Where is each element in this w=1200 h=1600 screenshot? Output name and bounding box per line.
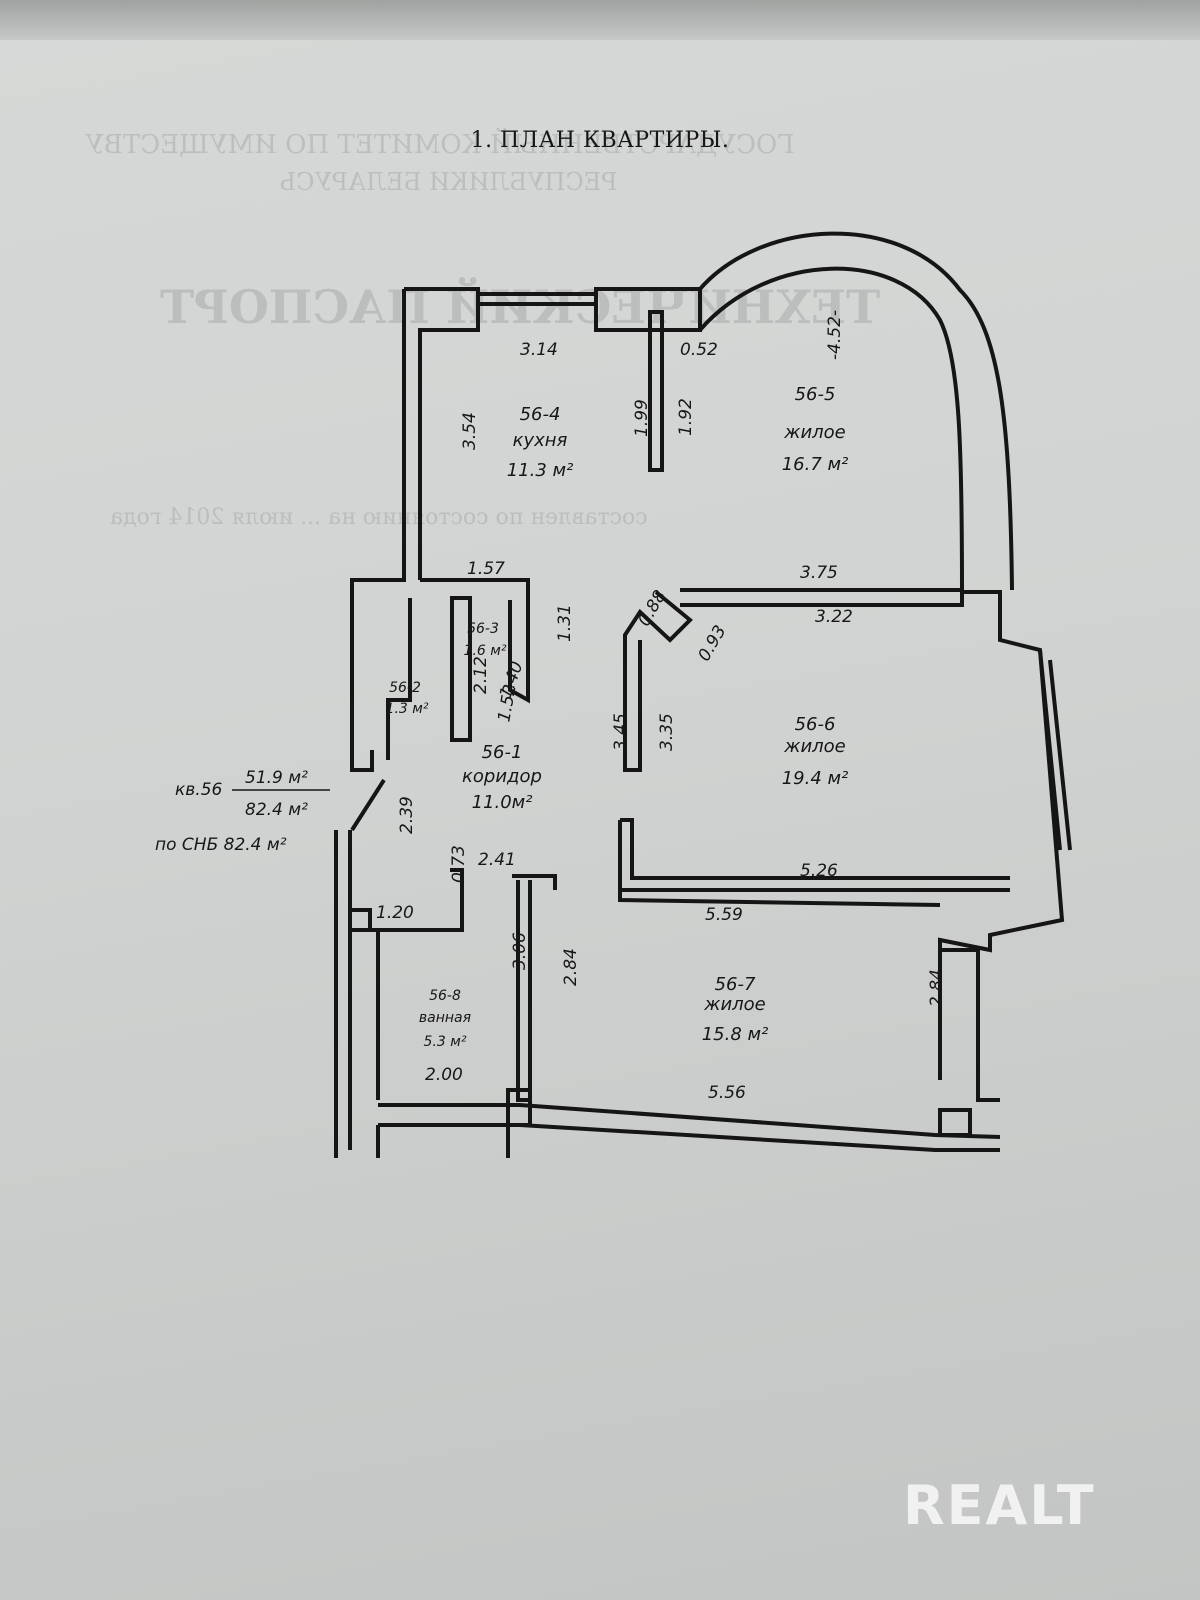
dim-5-26: 5.26: [800, 861, 838, 881]
dim-2-00: 2.00: [425, 1065, 463, 1085]
partition-door-diag: [623, 590, 693, 772]
dim-2-12: 2.12: [471, 656, 491, 694]
room-56-6-area: 19.4 м²: [782, 768, 849, 789]
partition-bath-top: [348, 830, 372, 1150]
summary-snb: по СНБ 82.4 м²: [155, 835, 287, 855]
wall-kitchen-left: [350, 289, 406, 772]
room-56-3-id: 56-3: [467, 621, 499, 637]
paper-fold-shadow: [0, 0, 1200, 40]
partition-wc: [386, 598, 412, 760]
partition-bedroom6-top: [680, 588, 964, 607]
room-56-5-id: 56-5: [795, 384, 836, 405]
summary-living-area: 51.9 м²: [245, 768, 308, 788]
room-56-8-name: ванная: [419, 1010, 471, 1026]
dim-5-59: 5.59: [705, 905, 743, 925]
dim-2-41: 2.41: [478, 850, 516, 870]
wall-right-lower: [940, 948, 1000, 1102]
dim-3-75: 3.75: [800, 563, 838, 583]
room-56-2-area: 1.3 м²: [386, 701, 429, 717]
door-entrance: [334, 778, 386, 1158]
room-56-7-name: жилое: [703, 994, 766, 1015]
room-56-1-id: 56-1: [482, 742, 523, 763]
dim-3-06: 3.06: [510, 932, 530, 970]
room-56-1-name: коридор: [462, 766, 542, 787]
partition-bath-inner: [370, 868, 464, 932]
partition-bath-bed7: [512, 874, 557, 1102]
dim-5-56: 5.56: [708, 1083, 746, 1103]
dim-2-84-a: 2.84: [561, 948, 581, 986]
column-right: [938, 1108, 972, 1137]
room-56-7-area: 15.8 м²: [702, 1024, 769, 1045]
partition-kitchen-bedroom: [648, 310, 664, 472]
wall-top: [404, 287, 480, 580]
room-56-8-id: 56-8: [429, 988, 461, 1004]
realt-watermark-logo: REALT: [903, 1474, 1096, 1537]
dim-1-31: 1.31: [555, 604, 575, 642]
dim-0-52: 0.52: [680, 340, 718, 360]
room-56-5-area: 16.7 м²: [782, 454, 849, 475]
dim-3-45: 3.45: [611, 713, 631, 751]
window-kitchen: [478, 292, 596, 306]
dim-3-22: 3.22: [815, 607, 853, 627]
dim-3-14: 3.14: [520, 340, 558, 360]
room-56-4-name: кухня: [513, 430, 568, 451]
dim-0-93: 0.93: [694, 622, 730, 665]
room-56-7-id: 56-7: [715, 974, 756, 995]
room-56-6-id: 56-6: [795, 714, 836, 735]
room-56-1-area: 11.0м²: [472, 792, 533, 813]
partition-bed7-top: [618, 890, 941, 907]
partition-corridor-top: [420, 578, 530, 704]
wall-right-upper: [938, 590, 1065, 1080]
dim-0-88: 0.88: [634, 587, 670, 630]
wall-arc-inner: [698, 266, 964, 593]
room-56-4-id: 56-4: [520, 404, 561, 425]
dim-2-39: 2.39: [397, 796, 417, 834]
room-56-6-name: жилое: [783, 736, 846, 757]
dim-4-52: -4.52-: [825, 310, 845, 360]
room-56-2-id: 56-2: [389, 680, 421, 696]
dim-1-92: 1.92: [676, 398, 696, 436]
room-56-4-area: 11.3 м²: [507, 460, 574, 481]
room-56-5-name: жилое: [783, 422, 846, 443]
summary-apt: кв.56: [175, 780, 223, 800]
small-wall-bottom: [376, 1125, 510, 1158]
wall-bottom-inner: [378, 1123, 1000, 1152]
partition-storage: [450, 596, 472, 742]
room-56-3-area: 1.6 м²: [464, 643, 507, 659]
dim-1-57: 1.57: [467, 559, 505, 579]
dim-2-84-b: 2.84: [927, 969, 947, 1007]
dim-1-99: 1.99: [632, 399, 652, 437]
room-56-8-area: 5.3 м²: [424, 1034, 467, 1050]
dim-3-54: 3.54: [460, 412, 480, 450]
page-title: 1. ПЛАН КВАРТИРЫ.: [470, 128, 730, 153]
dim-0-73: 0.73: [449, 845, 469, 883]
summary-total-area: 82.4 м²: [245, 800, 308, 820]
window-right: [1038, 649, 1072, 851]
wall-bottom: [378, 1103, 1001, 1139]
dim-3-35: 3.35: [657, 713, 677, 751]
dim-1-20: 1.20: [376, 903, 414, 923]
column-bottom: [506, 1088, 532, 1127]
wall-arc-outer: [698, 231, 1014, 591]
